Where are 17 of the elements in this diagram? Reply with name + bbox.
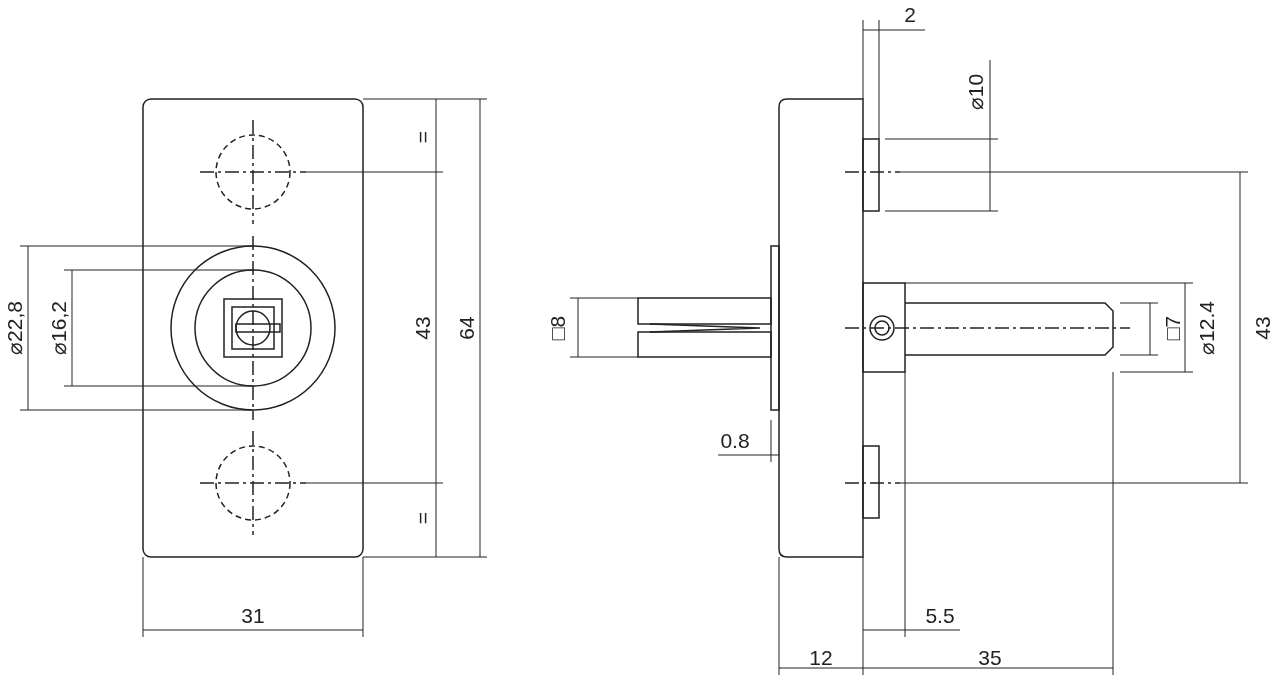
dimension-label: 43	[1251, 316, 1273, 340]
dimension-label: =	[411, 130, 433, 144]
dimension-label: 31	[241, 604, 265, 626]
dimension-label: 12	[809, 646, 833, 668]
dimension-label: ⌀22,8	[3, 301, 25, 355]
dimension-label: 2	[904, 3, 916, 25]
dimension-label: =	[411, 511, 433, 525]
dimension-label: □7	[1161, 315, 1183, 341]
dimension-label: ⌀16,2	[47, 301, 69, 355]
dimension-label: 35	[978, 646, 1002, 668]
dimension-label: 5.5	[925, 604, 955, 626]
dimension-label: 43	[411, 316, 433, 340]
dimension-label: 0.8	[720, 429, 750, 451]
dimension-label: ⌀12.4	[1195, 301, 1217, 355]
dimension-label: □8	[546, 315, 568, 341]
dimension-label: ⌀10	[964, 73, 986, 111]
dimension-label: 64	[455, 316, 477, 340]
